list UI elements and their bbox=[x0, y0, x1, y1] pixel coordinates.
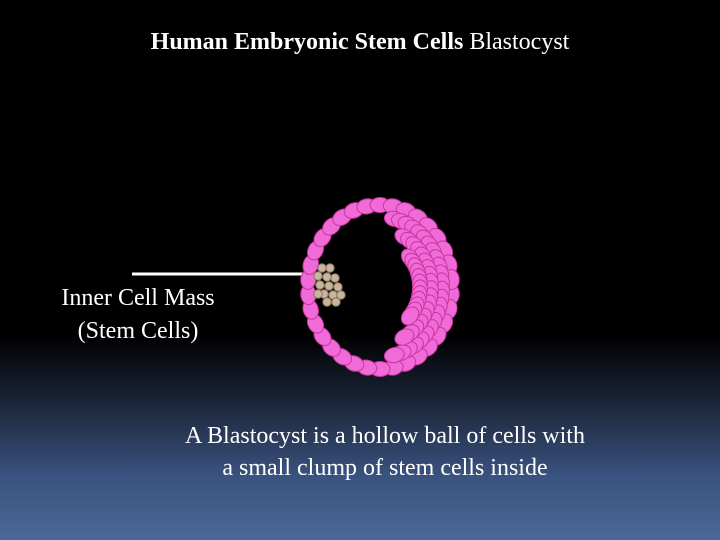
stem-cell bbox=[324, 281, 334, 291]
stem-cell bbox=[330, 273, 340, 283]
inner-cell-mass bbox=[313, 263, 346, 307]
stem-cell bbox=[322, 297, 332, 307]
inner-cell-mass-label: Inner Cell Mass (Stem Cells) bbox=[28, 282, 248, 348]
stem-cell bbox=[333, 282, 343, 292]
caption: A Blastocyst is a hollow ball of cells w… bbox=[120, 420, 650, 484]
stem-cell bbox=[336, 290, 346, 300]
blastocyst-cell bbox=[400, 306, 420, 326]
caption-line-1: A Blastocyst is a hollow ball of cells w… bbox=[185, 423, 585, 449]
label-line-2: (Stem Cells) bbox=[77, 318, 199, 344]
stem-cell bbox=[315, 280, 325, 290]
slide-title: Human Embryonic Stem Cells Blastocyst bbox=[0, 26, 720, 58]
stem-cell bbox=[322, 272, 332, 282]
title-regular: Blastocyst bbox=[469, 29, 570, 55]
stem-cell bbox=[331, 297, 341, 307]
blastocyst-cell bbox=[394, 328, 415, 346]
caption-line-2: a small clump of stem cells inside bbox=[222, 455, 548, 481]
trophoblast-cells bbox=[300, 197, 460, 377]
blastocyst-cell bbox=[383, 346, 405, 364]
stem-cell bbox=[313, 289, 323, 299]
stem-cell bbox=[317, 263, 327, 273]
stem-cell bbox=[325, 263, 335, 273]
stem-cell bbox=[313, 271, 323, 281]
label-line-1: Inner Cell Mass bbox=[61, 285, 215, 311]
title-bold: Human Embryonic Stem Cells bbox=[150, 29, 464, 55]
